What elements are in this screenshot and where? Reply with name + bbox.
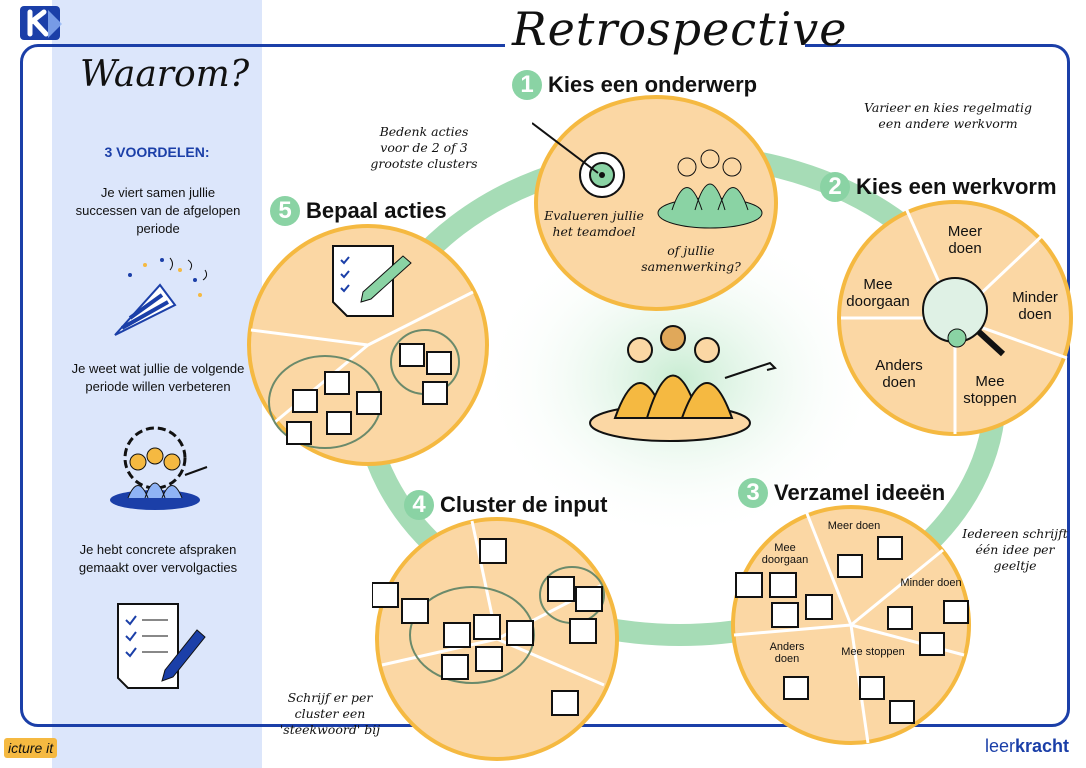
title-mask xyxy=(505,30,805,60)
step2-circle xyxy=(837,200,1073,436)
step3-header: 3 Verzamel ideeën xyxy=(738,478,945,508)
step1-header: 1 Kies een onderwerp xyxy=(512,70,757,100)
step2-segment-mee-doorgaan: Mee doorgaan xyxy=(846,276,910,310)
step5-circle xyxy=(247,224,489,466)
step3-label: Verzamel ideeën xyxy=(774,480,946,505)
step2-header: 2 Kies een werkvorm xyxy=(820,172,1057,202)
step1-circle xyxy=(532,95,778,311)
step4-header: 4 Cluster de input xyxy=(404,490,607,520)
leerkracht-logo-icon xyxy=(20,6,62,40)
advantages-title: 3 VOORDELEN: xyxy=(104,144,210,160)
step2-segment-anders-doen: Anders doen xyxy=(875,357,923,391)
page-title: Retrospective xyxy=(512,2,848,56)
brand-prefix: leer xyxy=(985,736,1016,756)
step3-segment-minder-doen: Minder doen xyxy=(900,577,962,589)
step1-label: Kies een onderwerp xyxy=(548,72,758,97)
sidebar-heading: Waarom? xyxy=(80,54,250,95)
step5-header: 5 Bepaal acties xyxy=(270,196,447,226)
brand-suffix: kracht xyxy=(1015,736,1070,756)
checklist-icon xyxy=(117,603,206,689)
illustrator-logo: icture it xyxy=(4,738,58,758)
step3-number: 3 xyxy=(738,478,768,508)
step3-segment-mee-stoppen: Mee stoppen xyxy=(841,646,905,658)
step2-segment-meer-doen: Meer doen xyxy=(947,223,983,257)
party-popper-icon xyxy=(114,257,208,336)
step3-note: Iedereen schrijft één idee per geeltje xyxy=(962,526,1068,573)
step3-segment-mee-doorgaan: Mee doorgaan xyxy=(761,542,809,566)
step2-label: Kies een werkvorm xyxy=(856,174,1057,199)
brand-logo: leerkracht xyxy=(985,736,1069,757)
step3-segment-anders-doen: Anders doen xyxy=(769,641,805,665)
step3-segment-meer-doen: Meer doen xyxy=(827,520,881,532)
step5-number: 5 xyxy=(270,196,300,226)
advantage-2: Je weet wat jullie de volgende periode w… xyxy=(71,361,245,394)
step1-number: 1 xyxy=(512,70,542,100)
advantage-3: Je hebt concrete afspraken gemaakt over … xyxy=(78,542,238,575)
step1-note-left: Evalueren jullie het teamdoel xyxy=(544,208,644,239)
step3-circle xyxy=(731,505,971,745)
team-center-icon xyxy=(589,325,777,442)
step1-note-right: of jullie samenwerking? xyxy=(641,243,741,274)
step4-note: Schrijf er per cluster een 'steekwoord' … xyxy=(279,690,381,737)
advantage-1: Je viert samen jullie successen van de a… xyxy=(75,185,241,236)
step2-segment-mee-stoppen: Mee stoppen xyxy=(963,373,1017,407)
step4-number: 4 xyxy=(404,490,434,520)
step4-circle xyxy=(372,517,619,761)
step4-label: Cluster de input xyxy=(440,492,608,517)
team-gear-icon xyxy=(110,426,208,510)
step5-label: Bepaal acties xyxy=(306,198,447,223)
step2-number: 2 xyxy=(820,172,850,202)
step2-segment-minder-doen: Minder doen xyxy=(1012,289,1058,323)
step5-note: Bedenk acties voor de 2 of 3 grootste cl… xyxy=(370,124,478,171)
step2-note: Varieer en kies regelmatig een andere we… xyxy=(864,100,1032,131)
